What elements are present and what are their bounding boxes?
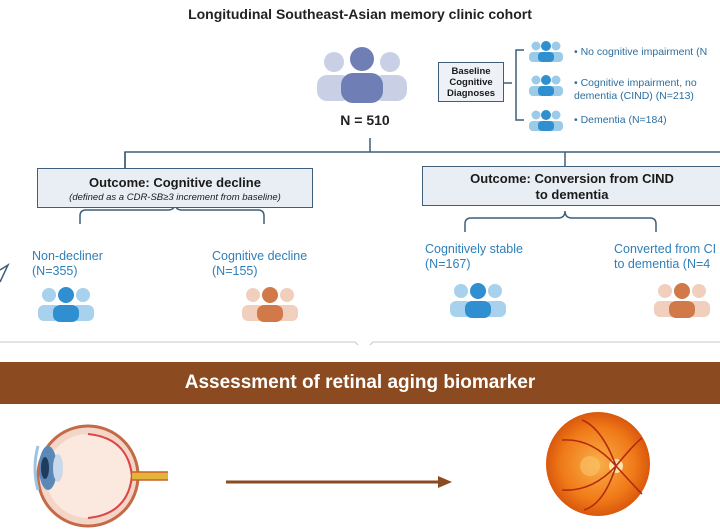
converted-label: Converted from CI to dementia (N=4	[614, 242, 717, 271]
process-arrow	[226, 476, 452, 488]
non-decliner-label: Non-decliner (N=355)	[32, 249, 103, 278]
cognitively-stable-people-icon	[450, 283, 506, 318]
baseline-item-2: • Cognitive impairment, no dementia (CIN…	[574, 77, 697, 102]
tree-connectors	[0, 138, 720, 345]
baseline-item-2-label: Cognitive impairment, no dementia (CIND)…	[574, 77, 697, 102]
cohort-title: Longitudinal Southeast-Asian memory clin…	[188, 6, 532, 22]
cognitive-decline-outcome-heading: Outcome: Cognitive decline	[89, 175, 261, 190]
conversion-outcome-heading: Outcome: Conversion from CIND to dementi…	[470, 171, 674, 202]
baseline-people-icon-2	[529, 75, 563, 96]
cognitive-decline-label: Cognitive decline (N=155)	[212, 249, 308, 278]
eye-anatomy-icon	[33, 424, 168, 528]
cohort-people-icon	[317, 47, 407, 103]
baseline-box: Baseline Cognitive Diagnoses	[438, 62, 504, 102]
baseline-bracket	[504, 49, 524, 121]
baseline-item-3-label: Dementia (N=184)	[580, 114, 667, 126]
cognitive-decline-outcome-definition: (defined as a CDR-SB≥3 increment from ba…	[69, 192, 281, 203]
cognitive-decline-people-icon	[242, 287, 298, 322]
converted-people-icon	[654, 283, 710, 318]
non-decliner-people-icon	[38, 287, 94, 322]
baseline-people-icon-3	[529, 110, 563, 131]
baseline-people-icon-1	[529, 41, 563, 62]
baseline-item-1: • No cognitive impairment (N	[574, 46, 708, 58]
conversion-outcome-box: Outcome: Conversion from CIND to dementi…	[422, 166, 720, 206]
baseline-item-3: • Dementia (N=184)	[574, 114, 667, 126]
cohort-total: N = 510	[340, 112, 390, 128]
cognitive-decline-outcome-box: Outcome: Cognitive decline (defined as a…	[37, 168, 313, 208]
baseline-box-label: Baseline Cognitive Diagnoses	[446, 66, 496, 99]
cognitively-stable-label: Cognitively stable (N=167)	[425, 242, 523, 271]
retinal-fundus-image	[546, 412, 650, 516]
baseline-item-1-label: No cognitive impairment (N	[580, 46, 708, 58]
retinal-assessment-banner: Assessment of retinal aging biomarker	[0, 362, 720, 404]
